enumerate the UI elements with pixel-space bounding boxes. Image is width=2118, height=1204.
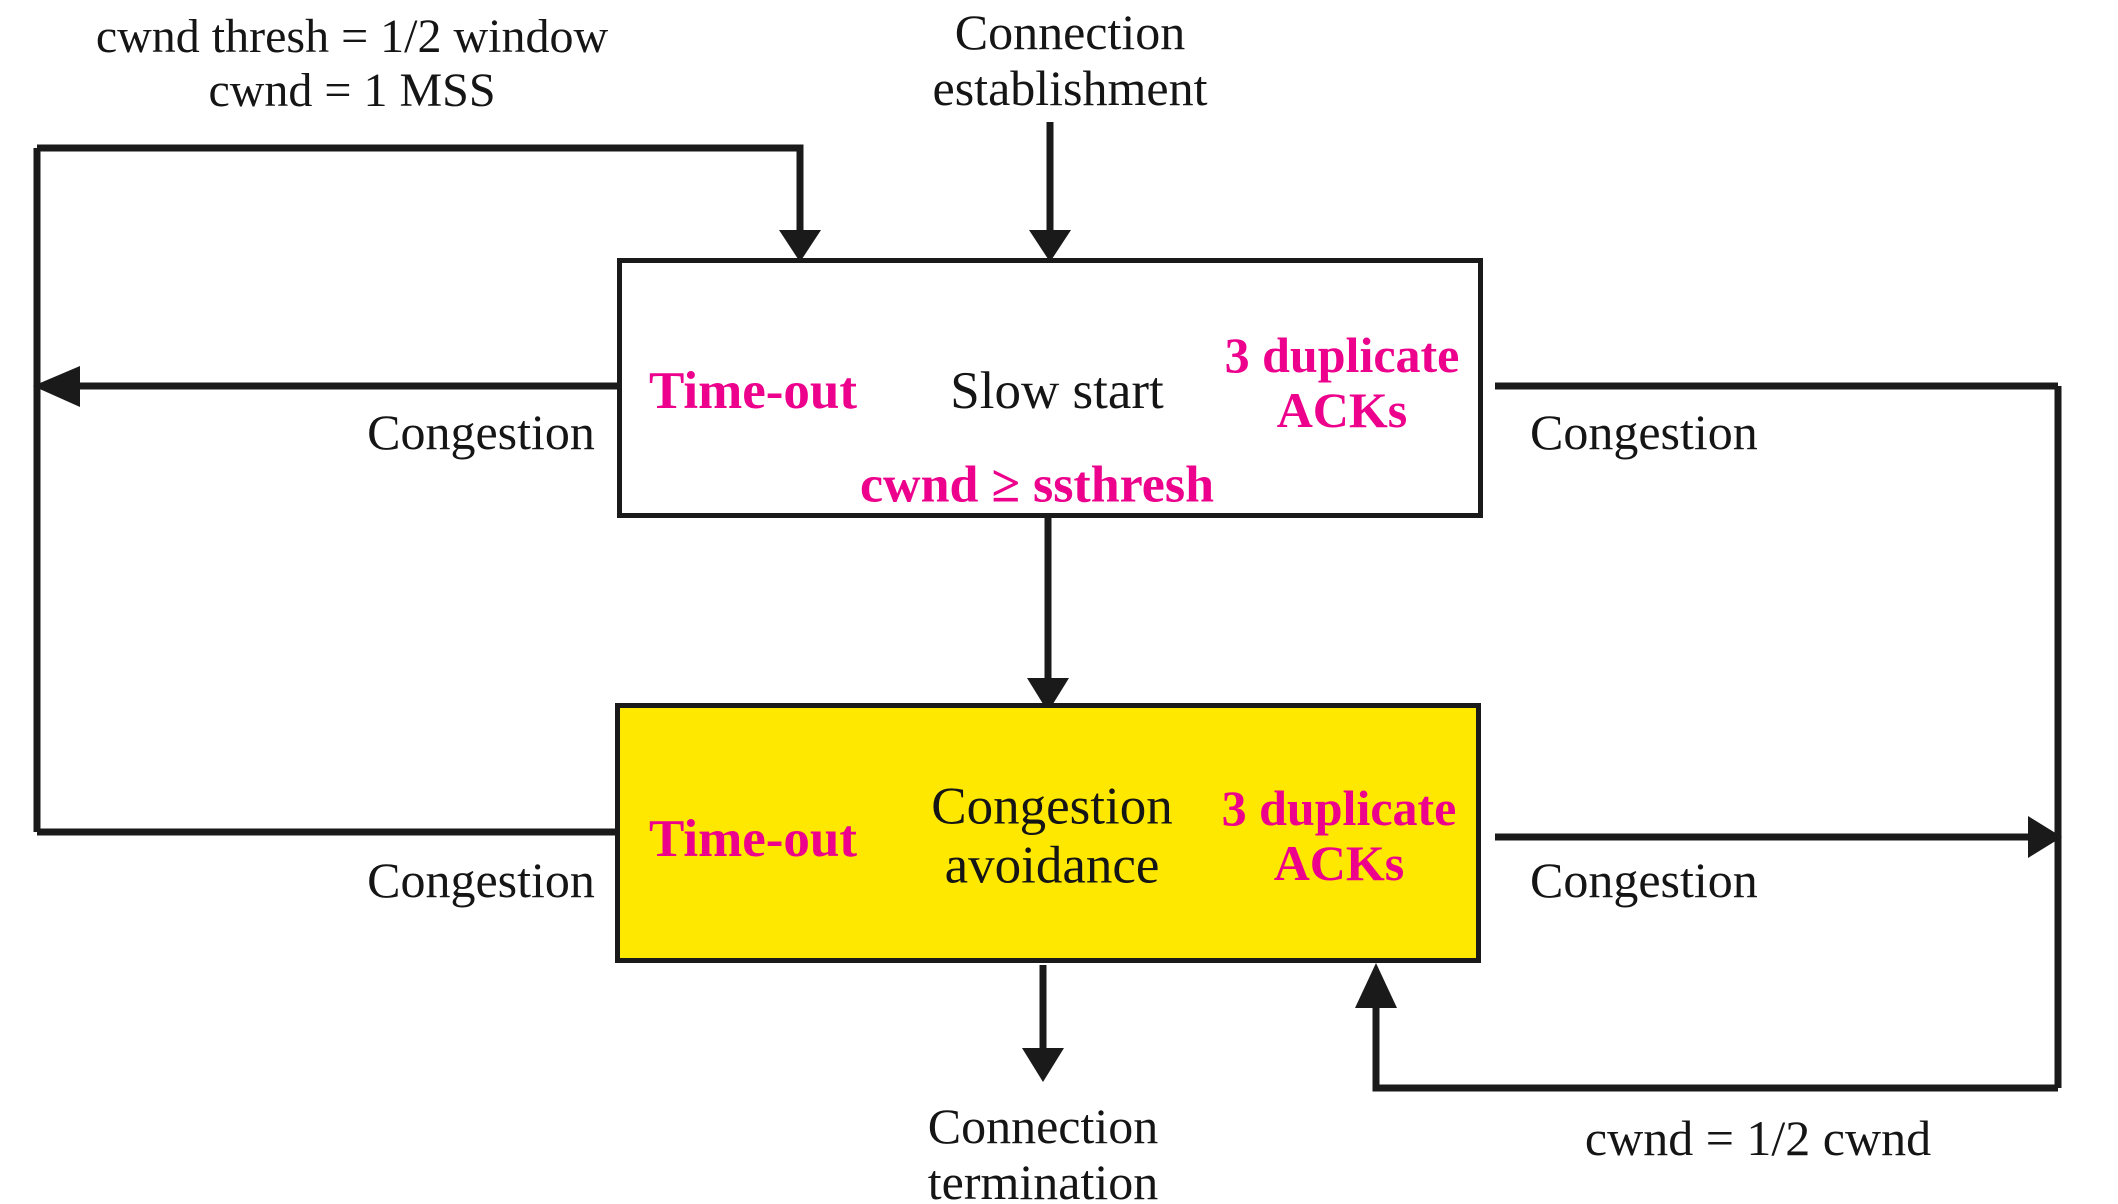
slow-start-dup-acks-event[interactable]: 3 duplicate ACKs: [1225, 328, 1460, 438]
slow-start-dup-acks-line-2: ACKs: [1276, 382, 1408, 438]
congestion-label-top-right: Congestion: [1530, 404, 1758, 460]
congestion-avoidance-dup-acks-line-1: 3 duplicate: [1221, 780, 1457, 836]
congestion-avoidance-name-line-1: Congestion: [931, 777, 1173, 836]
slowstart-timeout-exit-path: [33, 366, 617, 407]
congestion-label-bottom-right: Congestion: [1530, 852, 1758, 908]
connection-establishment-arrow: [1029, 122, 1071, 262]
congestion-avoidance-state-name: Congestion avoidance: [931, 778, 1172, 897]
congestion-avoidance-timeout-event[interactable]: Time-out: [648, 809, 858, 868]
connection-termination-arrow: [1022, 965, 1064, 1082]
state-box-slow-start[interactable]: Time-out Slow start 3 duplicate ACKs cwn…: [617, 258, 1490, 525]
cwnd-thresh-line-1: cwnd thresh = 1/2 window: [95, 10, 609, 63]
slow-start-state-name: Slow start: [950, 361, 1164, 420]
cwnd-halve-annotation: cwnd = 1/2 cwnd: [1584, 1110, 1932, 1166]
connection-termination-line-1: Connection: [927, 1098, 1159, 1154]
congestion-avoidance-dup-acks-event[interactable]: 3 duplicate ACKs: [1222, 781, 1457, 891]
cwnd-halve-feedback-path: [1355, 963, 2058, 1092]
congestion-avoidance-name-line-2: avoidance: [944, 837, 1160, 895]
timeout-slowstart-feedback-path: [37, 144, 821, 262]
connection-termination-label: Connection termination: [928, 1098, 1159, 1204]
slow-start-timeout-event[interactable]: Time-out: [648, 361, 858, 420]
connection-establishment-line-2: establishment: [932, 60, 1208, 116]
congestion-label-bottom-left: Congestion: [367, 852, 595, 908]
congestion-label-top-left: Congestion: [367, 404, 595, 460]
congestion-avoidance-dup-acks-line-2: ACKs: [1273, 835, 1405, 891]
connection-establishment-label: Connection establishment: [933, 4, 1208, 116]
state-box-congestion-avoidance[interactable]: Time-out Congestion avoidance 3 duplicat…: [615, 703, 1488, 970]
connection-establishment-line-1: Connection: [954, 4, 1186, 60]
slow-start-dup-acks-line-1: 3 duplicate: [1224, 327, 1460, 383]
cwnd-thresh-annotation: cwnd thresh = 1/2 window cwnd = 1 MSS: [96, 10, 608, 118]
cwnd-mss-line-2: cwnd = 1 MSS: [208, 63, 496, 117]
slow-start-transition-condition: cwnd ≥ ssthresh: [859, 456, 1215, 514]
connection-termination-line-2: termination: [927, 1154, 1159, 1204]
slowstart-to-congestion-avoidance-arrow: [1027, 518, 1069, 712]
